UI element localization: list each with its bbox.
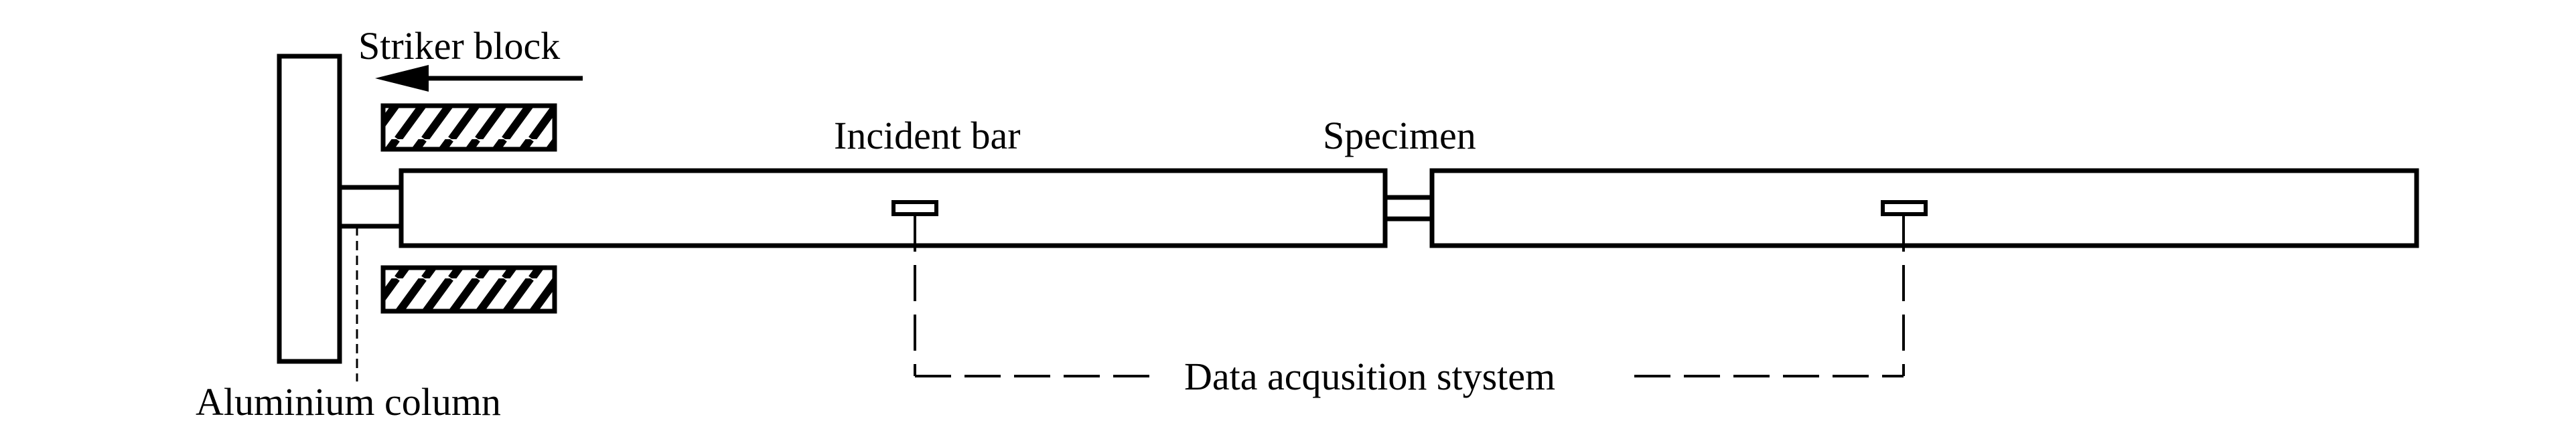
strain-gauge-transmission	[1881, 200, 1928, 216]
connector-rod	[337, 185, 404, 229]
striker-arrow-icon	[375, 65, 583, 92]
strain-gauge-incident	[891, 200, 938, 216]
specimen	[1382, 195, 1435, 222]
striker-block-label: Striker block	[358, 24, 560, 68]
data-acquisition-wiring	[914, 215, 1905, 377]
data-acquisition-label: Data acqusition stystem	[1184, 355, 1555, 398]
aluminium-column-label: Aluminium column	[196, 380, 501, 424]
striker-block-upper	[380, 103, 557, 152]
striker-block-lower	[380, 265, 557, 314]
specimen-label: Specimen	[1323, 114, 1476, 157]
incident-bar-label: Incident bar	[834, 114, 1021, 157]
aluminium-column	[277, 54, 342, 364]
